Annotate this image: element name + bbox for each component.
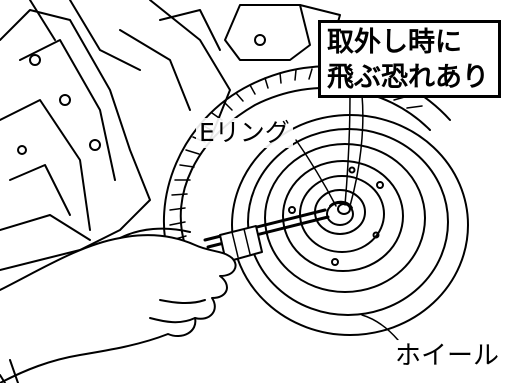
screwdriver: [203, 208, 330, 263]
wheel: [231, 114, 469, 336]
upper-bracket: [159, 4, 341, 61]
machine-body: [0, 0, 231, 271]
warning-callout: 取外し時に 飛ぶ恐れあり: [318, 20, 501, 98]
e-ring: [326, 200, 354, 226]
wheel-label: ホイール: [393, 340, 502, 372]
leader-lines: [295, 94, 399, 341]
warning-line-1: 取外し時に: [327, 27, 462, 58]
e-ring-label: Eリング: [196, 118, 293, 148]
hand: [0, 227, 237, 383]
warning-line-2: 飛ぶ恐れあり: [327, 62, 489, 93]
